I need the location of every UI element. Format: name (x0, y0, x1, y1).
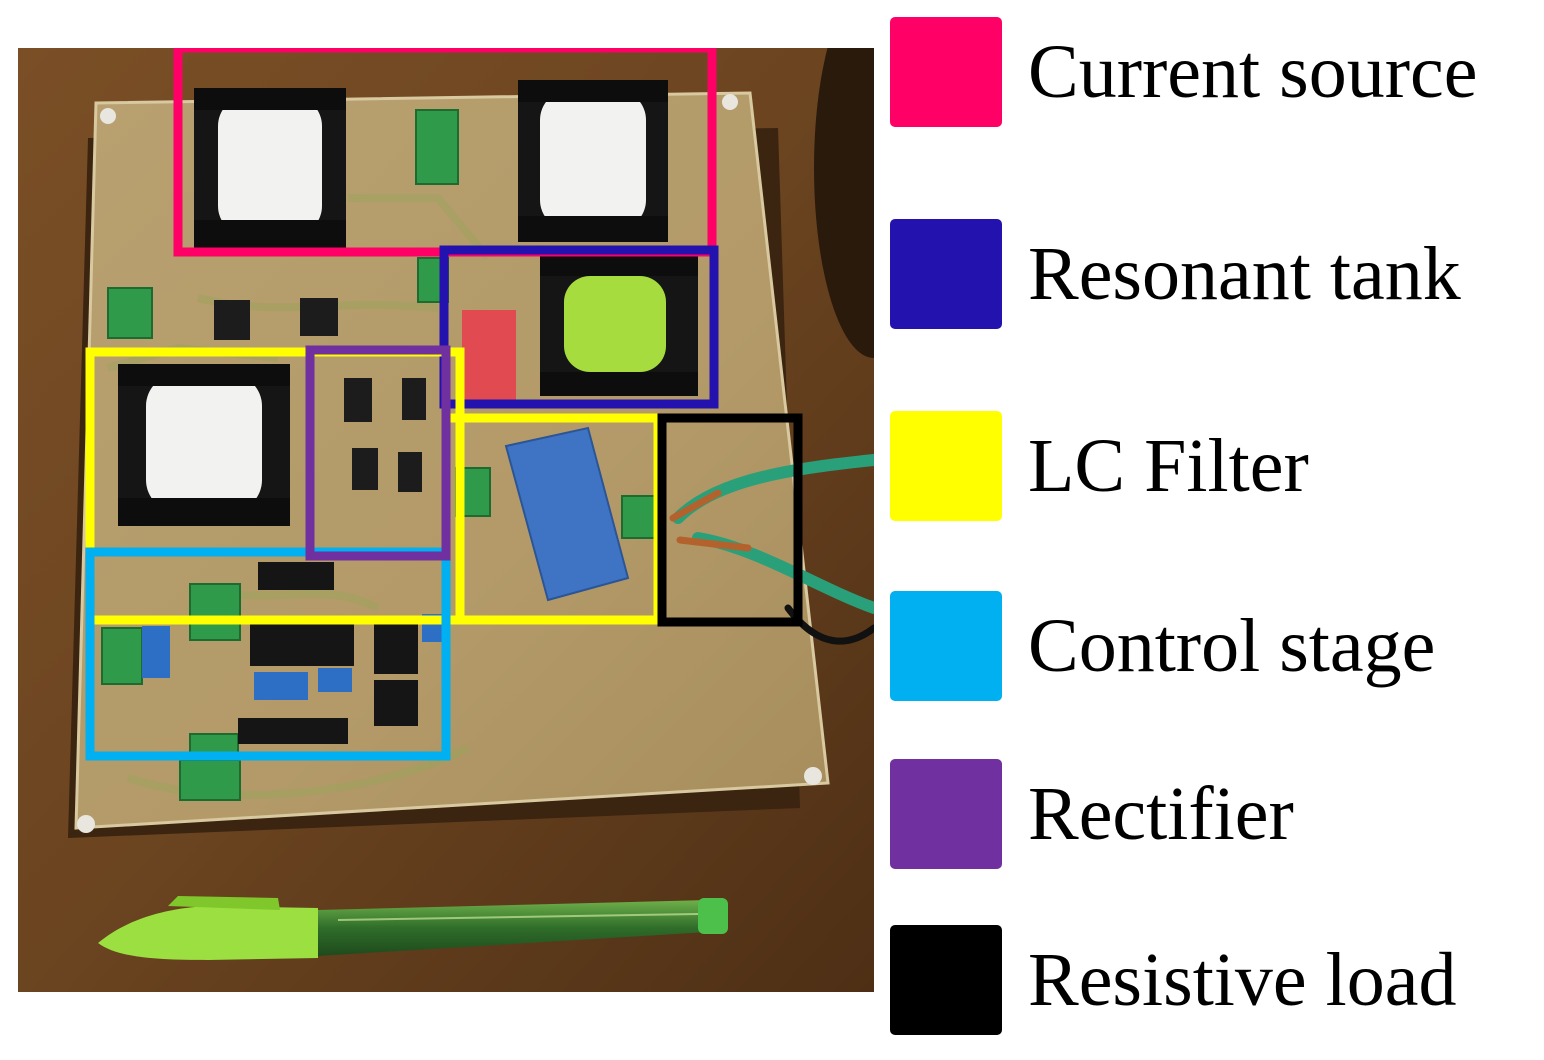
board-standoffs (77, 94, 822, 833)
swatch-resistive-load (890, 925, 1002, 1035)
transistors (214, 298, 426, 492)
red-capacitor (462, 310, 516, 402)
swatch-resonant-tank (890, 219, 1002, 329)
swatch-lc-filter (890, 411, 1002, 521)
legend-label-control-stage: Control stage (1028, 604, 1436, 688)
control-stage-box (85, 547, 451, 761)
legend-label-lc-filter: LC Filter (1028, 424, 1309, 508)
legend-item-rectifier: Rectifier (890, 758, 1544, 870)
inductor-1 (194, 88, 346, 248)
swatch-control-stage (890, 591, 1002, 701)
control-components (142, 562, 444, 744)
swatch-rectifier (890, 759, 1002, 869)
blue-film-capacitor (504, 426, 630, 602)
resistive-load-box (657, 413, 803, 627)
inductor-2 (518, 80, 668, 242)
legend-label-resonant-tank: Resonant tank (1028, 232, 1461, 316)
green-pen (98, 896, 728, 960)
rectifier-box (305, 345, 451, 561)
legend-label-rectifier: Rectifier (1028, 772, 1294, 856)
resonant-tank-box (439, 245, 719, 409)
inductor-3 (118, 364, 290, 526)
terminal-blocks (101, 109, 657, 801)
inductor-green (540, 256, 698, 396)
lc-filter-box (85, 347, 465, 625)
legend-item-control-stage: Control stage (890, 590, 1544, 702)
region-boxes (85, 48, 803, 761)
swatch-current-source (890, 17, 1002, 127)
legend: Current source Resonant tank LC Filter C… (890, 0, 1544, 1060)
legend-item-resistive-load: Resistive load (890, 924, 1544, 1036)
legend-label-current-source: Current source (1028, 30, 1478, 114)
legend-item-current-source: Current source (890, 16, 1544, 128)
pcb-photo (18, 48, 874, 992)
legend-label-resistive-load: Resistive load (1028, 938, 1457, 1022)
legend-item-resonant-tank: Resonant tank (890, 218, 1544, 330)
legend-item-lc-filter: LC Filter (890, 410, 1544, 522)
dark-object (814, 48, 874, 358)
